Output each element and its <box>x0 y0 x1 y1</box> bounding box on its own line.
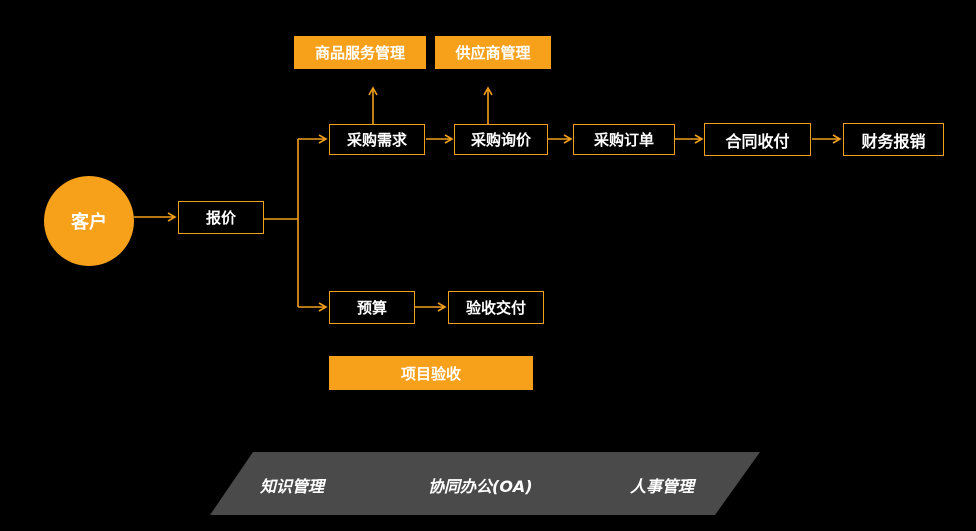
node-contract-payment-label: 合同收付 <box>725 131 790 151</box>
bar-item-knowledge-mgmt: 知识管理 <box>260 477 325 496</box>
bar-item-oa: 协同办公(OA) <box>428 477 533 496</box>
node-purchase-request: 采购需求 <box>329 124 425 155</box>
node-quote: 报价 <box>178 201 264 234</box>
node-customer-label: 客户 <box>71 212 107 233</box>
node-budget: 预算 <box>329 291 415 324</box>
node-acceptance-delivery-label: 验收交付 <box>465 299 526 317</box>
node-supplier-mgmt: 供应商管理 <box>435 36 551 69</box>
node-quote-label: 报价 <box>205 209 236 227</box>
node-supplier-mgmt-label: 供应商管理 <box>455 44 531 62</box>
node-purchase-inquiry: 采购询价 <box>454 124 548 155</box>
node-purchase-inquiry-label: 采购询价 <box>470 131 531 149</box>
node-purchase-order-label: 采购订单 <box>593 131 654 149</box>
bottom-bar-shape <box>210 452 760 515</box>
node-finance-reimbursement-label: 财务报销 <box>861 131 926 151</box>
node-contract-payment: 合同收付 <box>704 123 811 156</box>
node-finance-reimbursement: 财务报销 <box>843 123 944 156</box>
bar-item-hr-mgmt: 人事管理 <box>630 477 695 496</box>
node-product-service-mgmt-label: 商品服务管理 <box>314 44 405 62</box>
node-customer: 客户 <box>44 176 134 266</box>
node-purchase-order: 采购订单 <box>573 124 675 155</box>
node-purchase-request-label: 采购需求 <box>346 131 407 149</box>
node-project-acceptance-label: 项目验收 <box>400 364 461 383</box>
node-project-acceptance: 项目验收 <box>329 356 533 390</box>
node-acceptance-delivery: 验收交付 <box>448 291 544 324</box>
node-budget-label: 预算 <box>356 299 387 317</box>
node-product-service-mgmt: 商品服务管理 <box>294 36 426 69</box>
